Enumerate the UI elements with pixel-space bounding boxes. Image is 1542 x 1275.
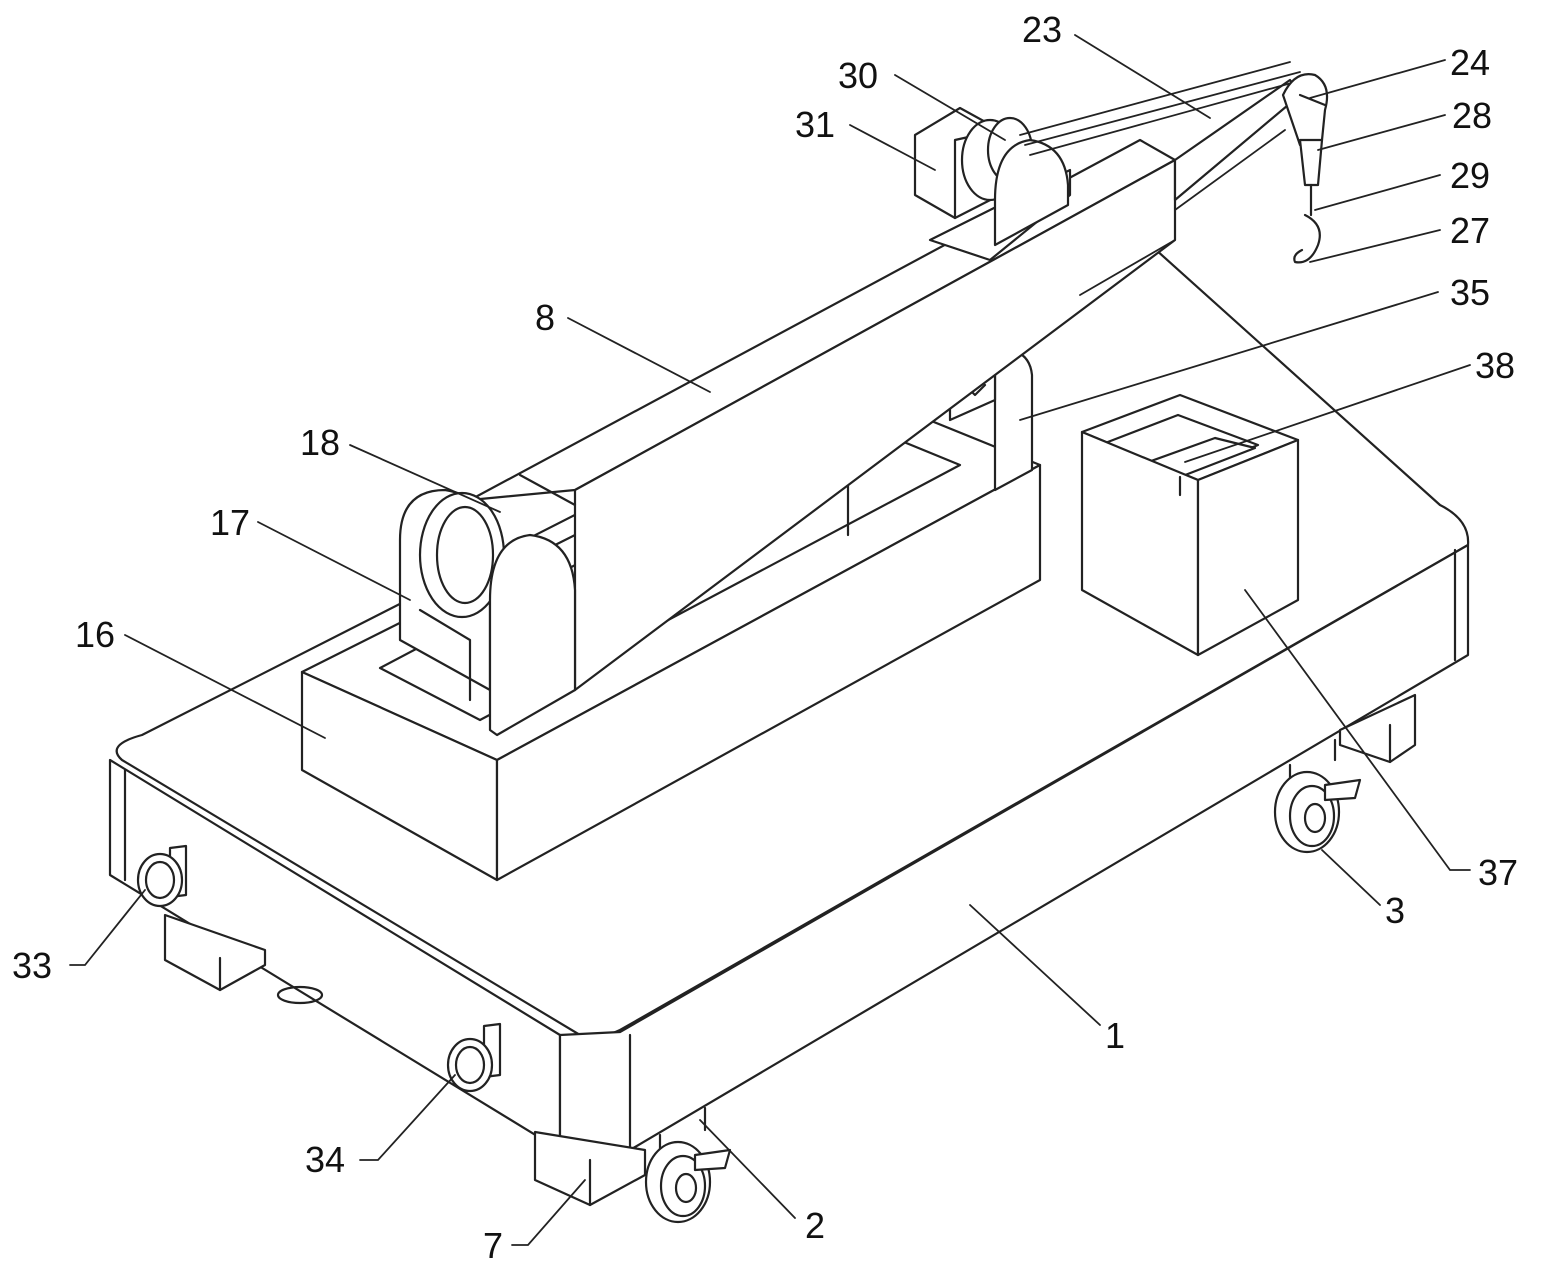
- label-28: 28: [1452, 95, 1492, 136]
- caster-wheel-rear: [276, 985, 324, 1005]
- label-34: 34: [305, 1139, 345, 1180]
- label-30: 30: [838, 55, 878, 96]
- caster-wheel-right: [1273, 738, 1362, 854]
- control-box: [1080, 393, 1300, 657]
- label-37: 37: [1478, 852, 1518, 893]
- label-17: 17: [210, 502, 250, 543]
- foot-front: [533, 1130, 647, 1207]
- label-33: 33: [12, 945, 52, 986]
- label-7: 7: [483, 1225, 503, 1266]
- label-3: 3: [1385, 890, 1405, 931]
- label-18: 18: [300, 422, 340, 463]
- label-24: 24: [1450, 42, 1490, 83]
- label-31: 31: [795, 104, 835, 145]
- label-23: 23: [1022, 9, 1062, 50]
- label-35: 35: [1450, 272, 1490, 313]
- caster-wheel-front: [644, 1106, 732, 1224]
- label-8: 8: [535, 297, 555, 338]
- label-27: 27: [1450, 210, 1490, 251]
- label-38: 38: [1475, 345, 1515, 386]
- leader-lines: [69, 34, 1471, 1246]
- boom-hinge: [398, 488, 577, 737]
- pulley-head: [1281, 73, 1329, 147]
- label-16: 16: [75, 614, 115, 655]
- label-2: 2: [805, 1205, 825, 1246]
- hook-assembly: [1293, 138, 1324, 264]
- label-1: 1: [1105, 1015, 1125, 1056]
- boom-cables: [1019, 61, 1301, 156]
- ring-34: [446, 1022, 502, 1093]
- part-labels: 23 24 30 28 31 29 27 35 8 38 18 17 16 37…: [12, 9, 1518, 1266]
- label-29: 29: [1450, 155, 1490, 196]
- ring-33: [136, 844, 188, 908]
- foot-left: [163, 913, 267, 992]
